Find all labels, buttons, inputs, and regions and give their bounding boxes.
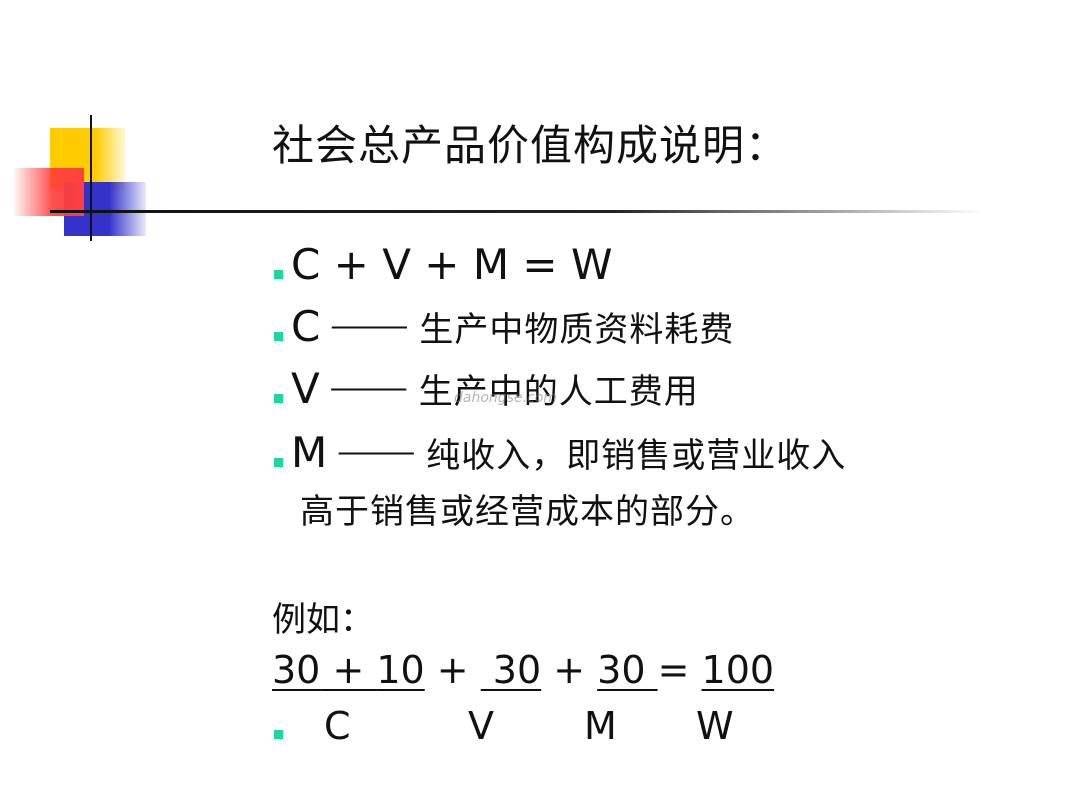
bullet-continuation: 高于销售或经营成本的部分。	[300, 492, 755, 532]
decor-vertical-line	[90, 115, 92, 241]
bullet-square-icon	[274, 458, 283, 467]
example-equation: 30 + 10 + 30 + 30 = 100	[272, 648, 774, 692]
label-c: C	[324, 704, 351, 748]
title-underline-rule	[50, 210, 985, 213]
example-label: 例如：	[272, 600, 374, 640]
bullet-text: 纯收入，即销售或营业收入	[426, 436, 847, 476]
bullet-square-icon	[274, 332, 283, 341]
bullet-item-m: M ——— 纯收入，即销售或营业收入	[274, 428, 846, 477]
equation-c-value: 30	[272, 648, 321, 692]
bullet-text: 生产中的人工费用	[418, 372, 699, 412]
equation-plus: +	[320, 648, 377, 692]
slide-title: 社会总产品价值构成说明：	[272, 121, 789, 170]
bullet-square-icon	[274, 730, 283, 739]
bullet-lead: M	[291, 428, 328, 477]
bullet-dash: ———	[337, 435, 415, 468]
equation-equals: =	[657, 648, 702, 692]
bullet-lead: C + V + M = W	[291, 240, 613, 289]
label-v: V	[468, 704, 494, 748]
bullet-lead: C	[291, 302, 321, 351]
equation-plus: +	[541, 648, 598, 692]
decor-red-square	[14, 168, 84, 216]
bullet-text: 生产中物质资料耗费	[419, 310, 735, 350]
bullet-item-v: V ——— 生产中的人工费用	[274, 364, 699, 413]
bullet-lead: V	[291, 364, 320, 413]
equation-v2-value: 30	[480, 648, 542, 692]
equation-plus: +	[424, 648, 481, 692]
equation-v-value: 10	[376, 648, 425, 692]
watermark: dahongse.com	[454, 390, 557, 406]
label-m: M	[584, 704, 617, 748]
equation-labels-row: C V M W	[274, 704, 774, 750]
bullet-square-icon	[274, 270, 283, 279]
bullet-dash: ———	[329, 371, 408, 404]
bullet-square-icon	[274, 394, 283, 403]
bullet-item-formula: C + V + M = W	[274, 240, 613, 289]
bullet-dash: ———	[330, 309, 408, 342]
equation-m-value: 30	[597, 648, 658, 692]
equation-w-value: 100	[701, 648, 775, 692]
label-w: W	[696, 704, 734, 748]
bullet-item-c: C ——— 生产中物质资料耗费	[274, 302, 734, 351]
